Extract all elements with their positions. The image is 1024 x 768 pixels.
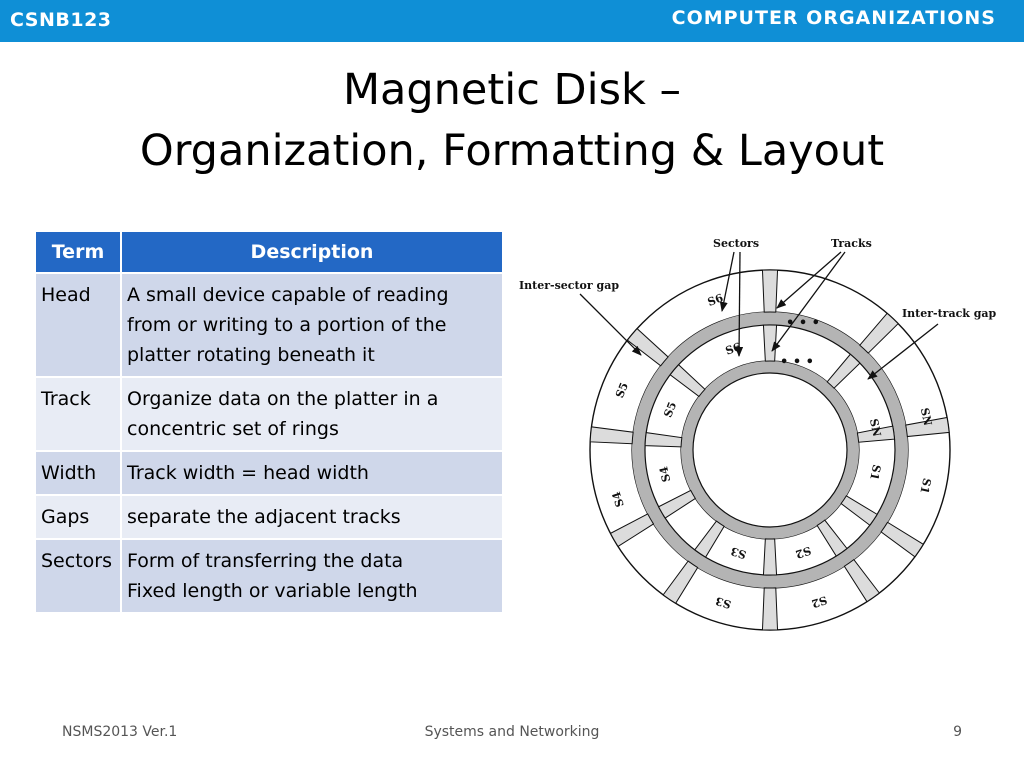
description-cell: A small device capable of reading from or…: [120, 272, 504, 378]
inter-sector-gaps: [589, 269, 950, 631]
header-bar: CSNB123 COMPUTER ORGANIZATIONS: [0, 0, 1024, 42]
term-cell: Track: [34, 376, 122, 452]
description-line: concentric set of rings: [127, 418, 339, 440]
ellipsis-inner: • • •: [780, 355, 814, 370]
term-cell: Width: [34, 450, 122, 496]
inter-sector-gap: [859, 312, 899, 354]
sector-label: S1: [917, 477, 933, 495]
description-line: A small device capable of reading: [127, 284, 449, 306]
inter-sector-gap: [761, 269, 779, 313]
description-line: separate the adjacent tracks: [127, 506, 401, 528]
inter-sector-gap: [657, 489, 697, 519]
column-header-term: Term: [34, 230, 122, 274]
inter-sector-gap: [843, 558, 881, 603]
inter-sector-gap: [816, 519, 848, 557]
disk-hub: [692, 372, 848, 528]
arrow-inter-sector-gap: [579, 293, 642, 356]
description-line: Form of transferring the data: [127, 550, 404, 572]
sector-label: S5: [661, 400, 679, 419]
sector-label: SN: [867, 417, 883, 437]
sector-label: S5: [613, 381, 631, 400]
column-header-description: Description: [120, 230, 504, 274]
course-code: CSNB123: [10, 9, 112, 31]
inter-sector-gap: [761, 587, 779, 631]
label-tracks: Tracks: [831, 237, 872, 250]
arrow-tracks-2: [771, 251, 846, 352]
description-line: Track width = head width: [127, 462, 369, 484]
label-sectors: Sectors: [713, 237, 759, 250]
title-line-1: Magnetic Disk –: [342, 65, 682, 115]
arrow-sectors-1: [719, 251, 735, 312]
label-inter-track-gap: Inter-track gap: [902, 307, 997, 320]
inter-sector-gap: [880, 521, 924, 558]
sector-label: S1: [867, 463, 883, 481]
inter-sector-gap: [856, 425, 896, 443]
description-line: platter rotating beneath it: [127, 344, 375, 366]
description-cell: Organize data on the platter in a concent…: [120, 376, 504, 452]
term-cell: Head: [34, 272, 122, 378]
inter-sector-gap: [905, 416, 950, 438]
footer-course: Systems and Networking: [424, 724, 600, 740]
inter-sector-gap: [669, 364, 706, 398]
description-line: Organize data on the platter in a: [127, 388, 439, 410]
table-header-row: Term Description: [34, 230, 504, 274]
diagram-callouts: Sectors Tracks Inter-sector gap Inter-tr…: [519, 237, 997, 380]
inter-sector-gap: [826, 353, 861, 389]
ellipsis-outer: • • •: [786, 316, 820, 331]
slide-title: Magnetic Disk – Organization, Formatting…: [0, 60, 1024, 182]
sector-label: S2: [810, 593, 829, 610]
term-cell: Gaps: [34, 494, 122, 540]
inter-sector-gap: [694, 520, 725, 558]
sector-label: SN: [918, 407, 934, 427]
sector-label: S3: [729, 544, 748, 561]
term-cell: Sectors: [34, 538, 122, 614]
inter-sector-gap: [762, 538, 778, 576]
inter-sector-gap: [589, 426, 634, 445]
arrow-inter-track-gap: [867, 323, 939, 380]
label-inter-sector-gap: Inter-sector gap: [519, 279, 619, 292]
description-line: Fixed length or variable length: [127, 580, 418, 602]
course-name: COMPUTER ORGANIZATIONS: [671, 7, 996, 29]
sector-label: S4: [610, 490, 627, 509]
description-cell: separate the adjacent tracks: [120, 494, 504, 540]
inter-sector-gap: [626, 327, 669, 367]
inner-gap-band: [681, 361, 859, 539]
sector-label: S3: [714, 594, 733, 611]
page-number: 9: [953, 724, 962, 740]
arrow-tracks-1: [776, 251, 842, 309]
inter-sector-gap: [609, 513, 655, 548]
inter-sector-gap: [840, 495, 878, 526]
inter-sector-gap: [762, 324, 778, 362]
footer-version: NSMS2013 Ver.1: [62, 724, 178, 740]
inter-track-gap-band: [632, 312, 908, 588]
disk-rings: [589, 269, 951, 631]
title-line-2: Organization, Formatting & Layout: [139, 126, 885, 176]
description-line: from or writing to a portion of the: [127, 314, 447, 336]
sector-label: S4: [657, 465, 673, 483]
description-cell: Track width = head width: [120, 450, 504, 496]
sector-label: S2: [794, 544, 813, 561]
inter-sector-gap: [644, 432, 683, 448]
arrow-sectors-2: [735, 251, 744, 357]
inter-sector-gap: [662, 560, 699, 604]
